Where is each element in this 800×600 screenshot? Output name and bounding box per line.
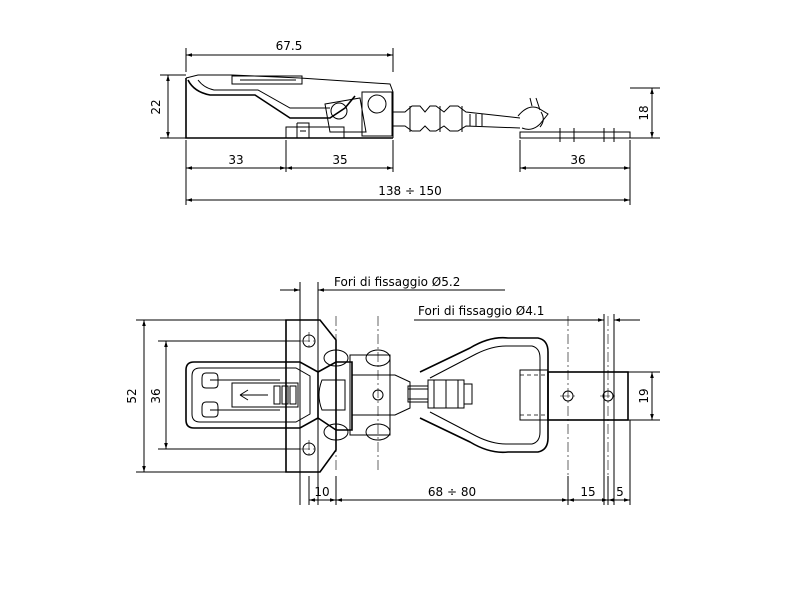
dim-18: 18 <box>630 87 660 139</box>
dim-overall-label: 138 ÷ 150 <box>378 184 442 198</box>
dim-68-80-label: 68 ÷ 80 <box>428 485 476 499</box>
top-view-hinge <box>317 316 411 472</box>
dim-19: 19 <box>628 371 660 421</box>
dim-33-35: 33 35 <box>185 140 394 205</box>
dim-35-label: 35 <box>332 153 347 167</box>
dim-10-label: 10 <box>314 485 329 499</box>
holes-large-callout: Fori di fissaggio Ø5.2 <box>280 275 505 505</box>
dim-33-label: 33 <box>228 153 243 167</box>
dim-18-label: 18 <box>637 105 651 120</box>
dim-36-side-label: 36 <box>570 153 585 167</box>
top-view-lever <box>185 361 319 429</box>
top-view-hook <box>419 336 549 454</box>
top-view: Fori di fissaggio Ø5.2 Fori di fissaggio… <box>125 275 660 505</box>
side-view-body <box>185 74 631 142</box>
dim-22: 22 <box>149 74 186 139</box>
dim-36-top: 36 <box>149 340 300 450</box>
dim-overall: 138 ÷ 150 <box>186 184 630 202</box>
dim-5-label: 5 <box>616 485 624 499</box>
dim-67-5: 67.5 <box>185 39 394 72</box>
dim-bottom-row: 10 68 ÷ 80 15 5 <box>308 420 631 505</box>
holes-large-label: Fori di fissaggio Ø5.2 <box>334 275 460 289</box>
top-view-rod <box>407 379 473 409</box>
holes-small-label: Fori di fissaggio Ø4.1 <box>418 304 544 318</box>
holes-small-callout: Fori di fissaggio Ø4.1 <box>414 304 640 505</box>
dim-19-label: 19 <box>637 388 651 403</box>
dim-15-label: 15 <box>580 485 595 499</box>
dim-22-label: 22 <box>149 99 163 114</box>
dim-36-side: 36 <box>519 140 631 205</box>
side-view: 67.5 22 18 33 35 36 <box>149 39 660 205</box>
dim-67-5-label: 67.5 <box>276 39 303 53</box>
dim-36-top-label: 36 <box>149 388 163 403</box>
top-view-counter-plate <box>547 316 629 505</box>
dim-52: 52 <box>125 319 286 473</box>
dim-52-label: 52 <box>125 388 139 403</box>
